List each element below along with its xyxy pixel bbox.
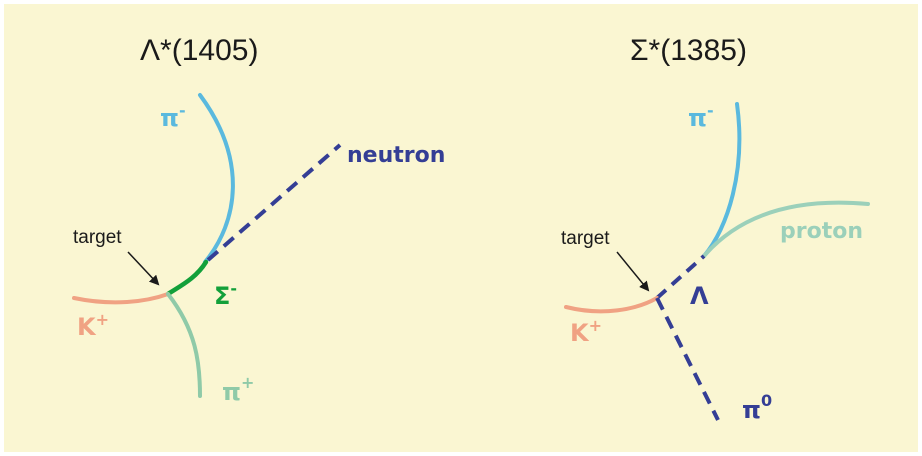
pi-zero-track (655, 297, 720, 421)
neutron-track (206, 143, 342, 262)
pi-zero-label: π0 (742, 391, 772, 424)
lambda-label: Λ (690, 282, 709, 310)
pi-minus-label-right: π- (688, 101, 714, 132)
sigma-1385-title: Σ*(1385) (630, 34, 747, 67)
target-label: target (73, 227, 122, 248)
lambda-1405-diagram: Λ*(1405) target π- neutron Σ- K+ (72, 34, 445, 406)
target-arrow-right (616, 251, 650, 292)
neutron-label: neutron (347, 143, 445, 168)
pi-plus-label: π+ (222, 373, 254, 406)
k-plus-beam (72, 292, 170, 305)
k-plus-label-right: K+ (570, 316, 602, 347)
lambda-track (655, 254, 706, 300)
target-label-right: target (561, 228, 610, 249)
k-plus-beam-right (564, 296, 659, 314)
proton-track (702, 200, 870, 258)
background-panel (4, 4, 918, 452)
k-plus-label: K+ (77, 310, 109, 341)
sigma-minus-label: Σ- (214, 279, 237, 310)
proton-label: proton (780, 219, 863, 244)
sigma-1385-diagram: Σ*(1385) target π- proton Λ K+ (561, 34, 870, 424)
lambda-1405-title: Λ*(1405) (140, 34, 258, 67)
target-arrow (127, 251, 160, 286)
pi-minus-track-right (702, 102, 742, 258)
pi-minus-track (198, 93, 235, 264)
pi-minus-label: π- (160, 101, 186, 132)
sigma-minus-track (165, 259, 209, 297)
pi-plus-track (166, 292, 202, 398)
